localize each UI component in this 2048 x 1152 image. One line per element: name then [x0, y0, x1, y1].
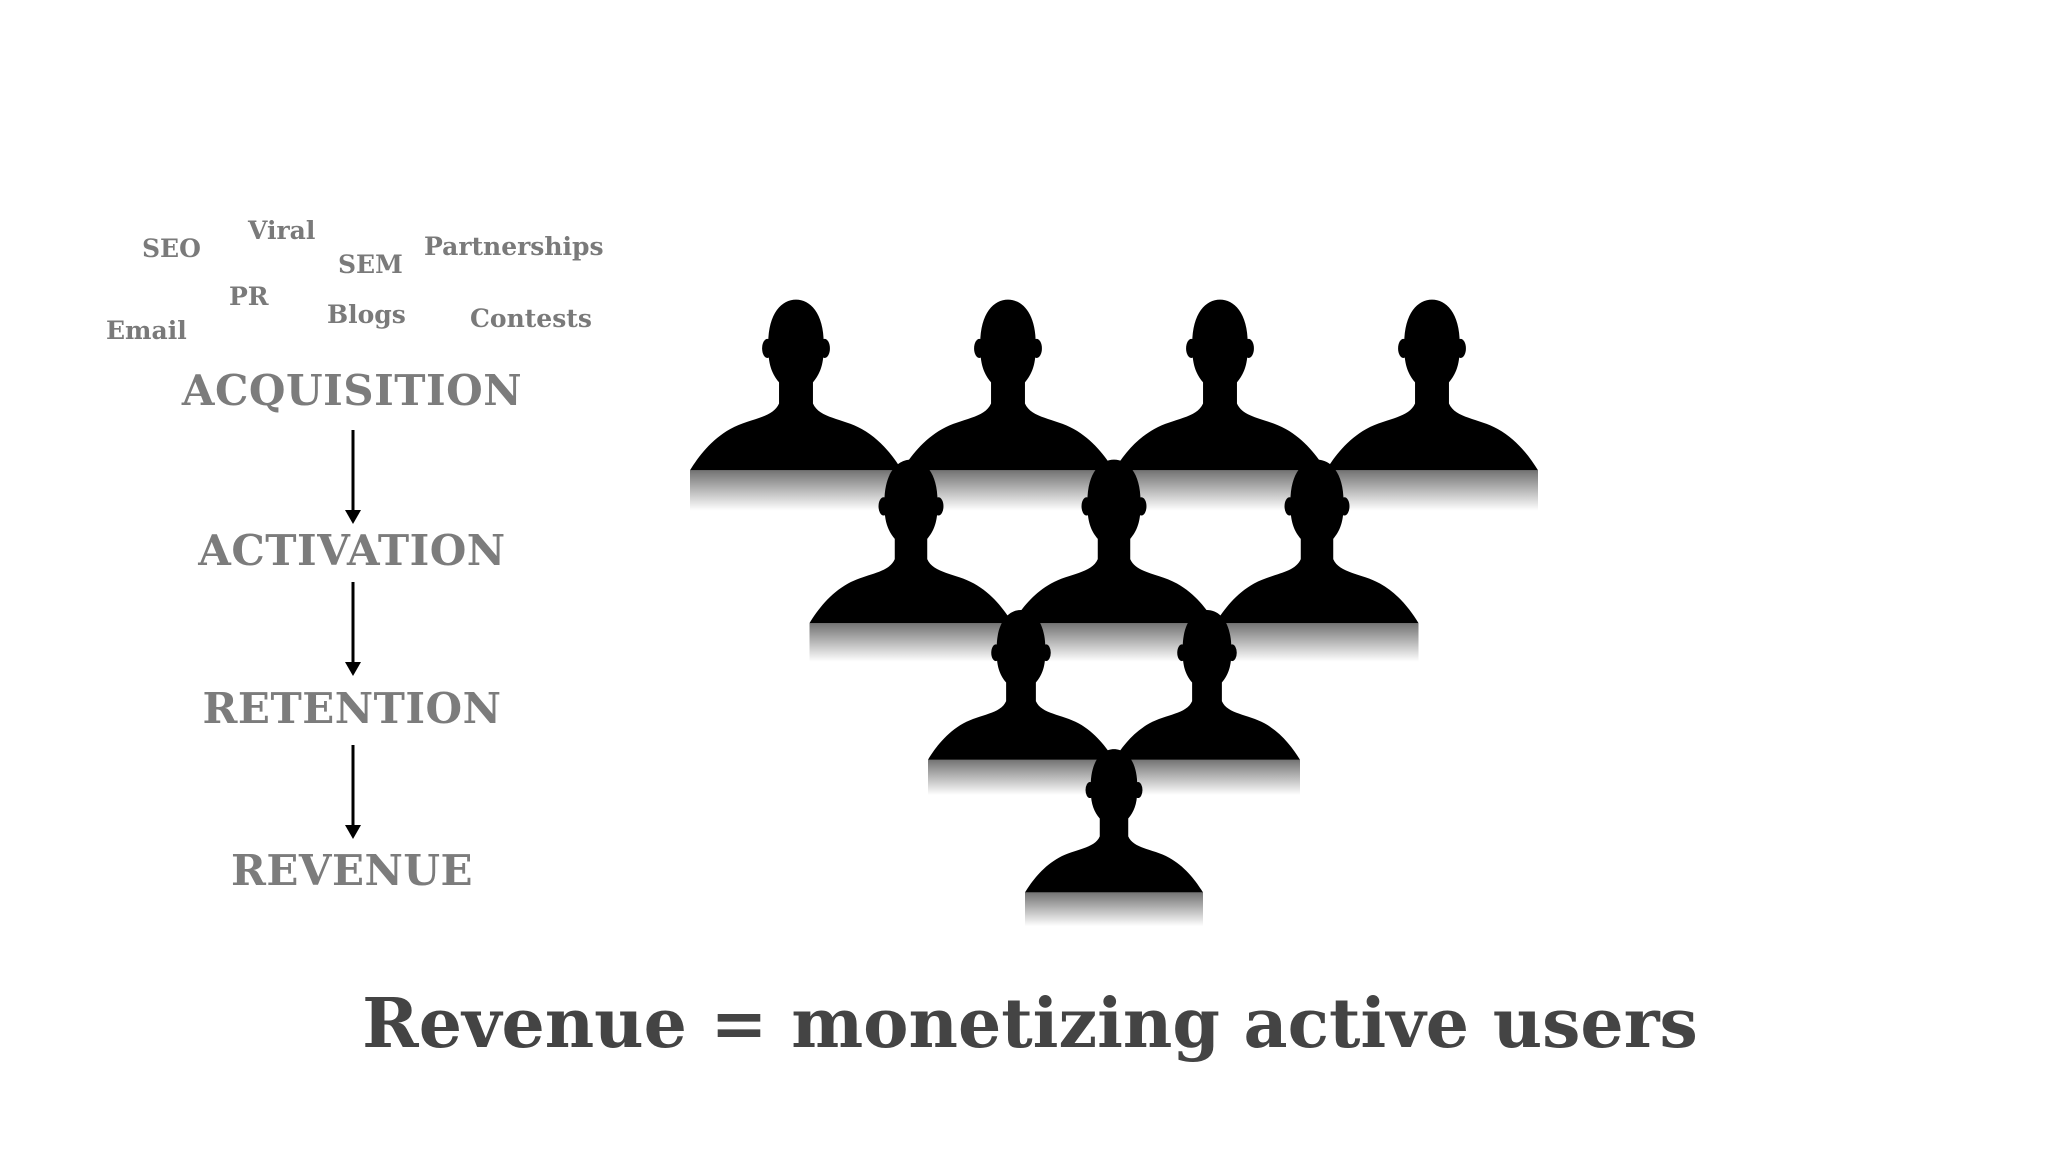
channel-partnerships: Partnerships: [424, 232, 604, 261]
arrow-down-icon: [345, 582, 361, 676]
channel-seo: SEO: [142, 234, 201, 263]
channel-blogs: Blogs: [327, 300, 406, 329]
channel-pr: PR: [229, 282, 269, 311]
channel-email: Email: [106, 316, 187, 345]
stage-revenue: REVENUE: [230, 846, 474, 895]
stage-activation: ACTIVATION: [198, 526, 506, 575]
channel-viral: Viral: [248, 216, 316, 245]
stage-acquisition: ACQUISITION: [181, 366, 523, 415]
arrow-down-icon: [345, 430, 361, 524]
user-silhouette-icon: [690, 299, 902, 511]
user-silhouette-icon: [1326, 299, 1538, 511]
arrow-down-icon: [345, 745, 361, 839]
stage-retention: RETENTION: [202, 684, 502, 733]
caption: Revenue = monetizing active users: [362, 984, 1698, 1064]
channel-sem: SEM: [338, 250, 403, 279]
channel-contests: Contests: [470, 304, 592, 333]
